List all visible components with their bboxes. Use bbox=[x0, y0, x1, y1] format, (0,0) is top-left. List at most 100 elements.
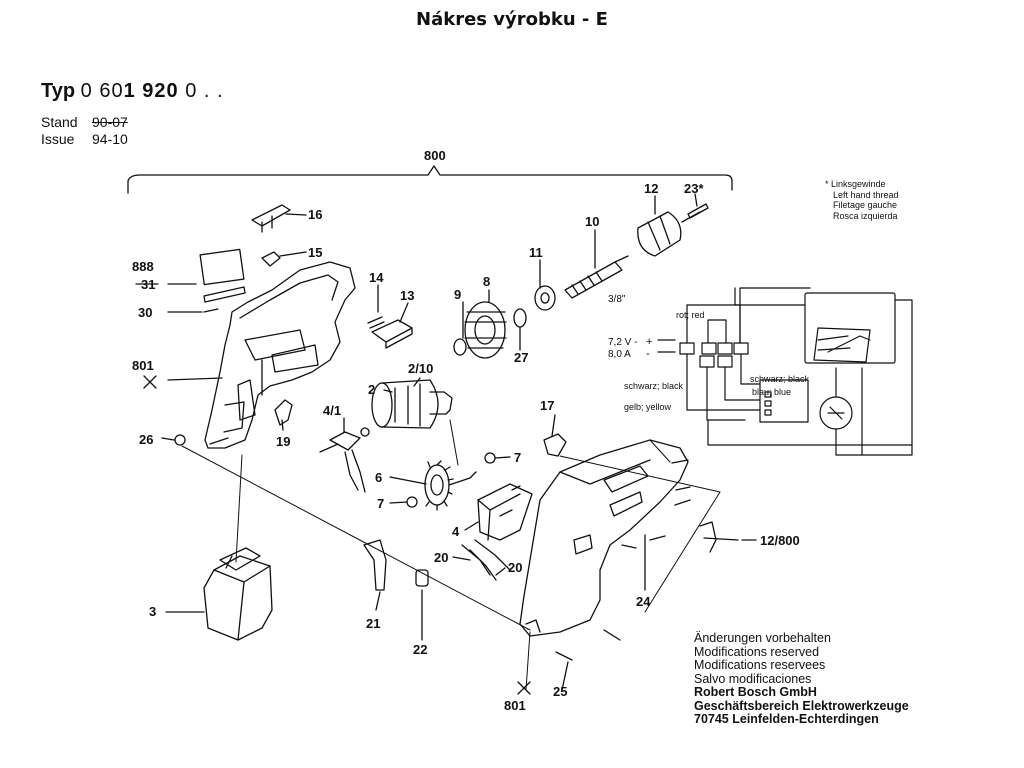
group-label-800: 800 bbox=[424, 148, 446, 163]
part-31-strip bbox=[203, 286, 246, 303]
voltage-label: 7,2 V - bbox=[608, 337, 637, 348]
part-25-screw bbox=[555, 651, 573, 661]
cross-mark-801 bbox=[143, 375, 157, 389]
part-11-bearing bbox=[534, 285, 556, 311]
part-21-clip bbox=[363, 539, 387, 591]
part-888-label-sheet bbox=[199, 248, 245, 286]
part-6-gear-drawing bbox=[424, 460, 477, 511]
part-17-clip bbox=[543, 433, 567, 457]
callout-4: 4 bbox=[452, 524, 460, 539]
stand-label: Stand bbox=[41, 114, 78, 130]
notes-block: Änderungen vorbehalten Modifications res… bbox=[694, 631, 909, 727]
callout-12: 12 bbox=[644, 181, 658, 196]
wire-red-label: rot; red bbox=[676, 310, 705, 320]
page-title: Nákres výrobku - E bbox=[416, 9, 608, 30]
callout-8: 8 bbox=[483, 274, 490, 289]
issue-label: Issue bbox=[41, 131, 75, 147]
part-26-nut bbox=[174, 434, 186, 446]
note-line: Salvo modificaciones bbox=[694, 671, 812, 686]
callout-10: 10 bbox=[585, 214, 599, 229]
part-24-screw bbox=[603, 459, 691, 641]
callout-25: 25 bbox=[553, 684, 567, 699]
part-22-sleeve bbox=[415, 569, 429, 587]
wire-blue-label: blau; blue bbox=[752, 387, 791, 397]
wire-black-label: schwarz; black bbox=[750, 374, 810, 384]
minus-terminal: - bbox=[646, 348, 650, 360]
callout-21: 21 bbox=[366, 616, 380, 631]
callout-30: 30 bbox=[138, 305, 152, 320]
wiring-diagram bbox=[657, 287, 913, 456]
cross-mark-801 bbox=[517, 681, 531, 695]
callout-801: 801 bbox=[504, 698, 526, 713]
assembly-lines bbox=[181, 419, 721, 691]
part-7-screw bbox=[406, 496, 418, 508]
thread-legend-line-2: Left hand thread bbox=[833, 189, 899, 200]
wire-black-label: schwarz; black bbox=[624, 381, 684, 391]
callout-23: 23* bbox=[684, 181, 704, 196]
right-housing-drawing bbox=[519, 439, 689, 637]
note-line: Modifications reservees bbox=[694, 658, 826, 672]
part-12-800-chuck-key bbox=[699, 521, 739, 553]
part-2-motor-drawing bbox=[371, 379, 453, 429]
callout-3: 3 bbox=[149, 604, 156, 619]
callout-2-10: 2/10 bbox=[408, 361, 433, 376]
part-20-wires bbox=[461, 539, 511, 581]
leader-lines bbox=[161, 193, 757, 691]
callout-22: 22 bbox=[413, 642, 427, 657]
company-address: 70745 Leinfelden-Echterdingen bbox=[694, 712, 879, 726]
note-line: Modifications reserved bbox=[694, 644, 820, 659]
thread-legend-line-4: Rosca izquierda bbox=[833, 210, 898, 221]
part-14-pin bbox=[367, 316, 385, 329]
group-800-brace bbox=[127, 165, 733, 194]
callout-6: 6 bbox=[375, 470, 382, 485]
callout-7: 7 bbox=[377, 496, 384, 511]
part-3-battery-drawing bbox=[203, 547, 273, 641]
part-13-switch-cap bbox=[371, 319, 413, 349]
callout-888: 888 bbox=[132, 259, 154, 274]
part-23-screw bbox=[687, 203, 709, 219]
part-4-switch-drawing bbox=[477, 483, 533, 541]
part-9-bush bbox=[453, 338, 467, 356]
type-label: Typ bbox=[41, 80, 76, 102]
callout-2: 2 bbox=[368, 382, 375, 397]
left-housing-drawing bbox=[204, 261, 356, 449]
issue-value: 94-10 bbox=[92, 131, 128, 147]
note-line: Änderungen vorbehalten bbox=[694, 631, 831, 645]
callout-20: 20 bbox=[508, 560, 522, 575]
part-10-spindle-drawing bbox=[564, 255, 629, 299]
wire-yellow-label: gelb; yellow bbox=[624, 402, 672, 412]
part-12-chuck-drawing bbox=[637, 211, 701, 257]
plus-terminal: + bbox=[646, 336, 652, 348]
callout-11: 11 bbox=[529, 245, 543, 260]
callout-4-1: 4/1 bbox=[323, 403, 341, 418]
callout-12-800: 12/800 bbox=[760, 533, 800, 548]
company-name: Robert Bosch GmbH bbox=[694, 685, 817, 699]
part-7-screw bbox=[484, 452, 496, 464]
part-19-bracket bbox=[274, 399, 293, 426]
thread-legend-line-1: Linksgewinde bbox=[831, 179, 886, 189]
type-value: 0 601 920 0 . . bbox=[80, 80, 224, 102]
callout-27: 27 bbox=[514, 350, 528, 365]
callout-15: 15 bbox=[308, 245, 322, 260]
callout-31: 31 bbox=[141, 277, 155, 292]
part-27-washer bbox=[513, 308, 527, 328]
part-30-strip bbox=[203, 308, 219, 313]
callout-7: 7 bbox=[514, 450, 521, 465]
callout-14: 14 bbox=[369, 270, 384, 285]
thread-marker: * bbox=[825, 179, 829, 189]
callout-16: 16 bbox=[308, 207, 322, 222]
callout-801: 801 bbox=[132, 358, 154, 373]
thread-size-label: 3/8" bbox=[608, 294, 626, 305]
current-label: 8,0 A bbox=[608, 349, 631, 360]
callout-19: 19 bbox=[276, 434, 290, 449]
thread-legend-line-3: Filetage gauche bbox=[833, 200, 898, 210]
company-division: Geschäftsbereich Elektrowerkzeuge bbox=[694, 698, 909, 713]
issue-row: Issue 94-10 bbox=[41, 131, 128, 147]
part-8-planet-gear-drawing bbox=[464, 301, 507, 359]
callout-17: 17 bbox=[540, 398, 554, 413]
callout-20: 20 bbox=[434, 550, 448, 565]
callout-26: 26 bbox=[139, 432, 153, 447]
callout-24: 24 bbox=[636, 594, 651, 609]
